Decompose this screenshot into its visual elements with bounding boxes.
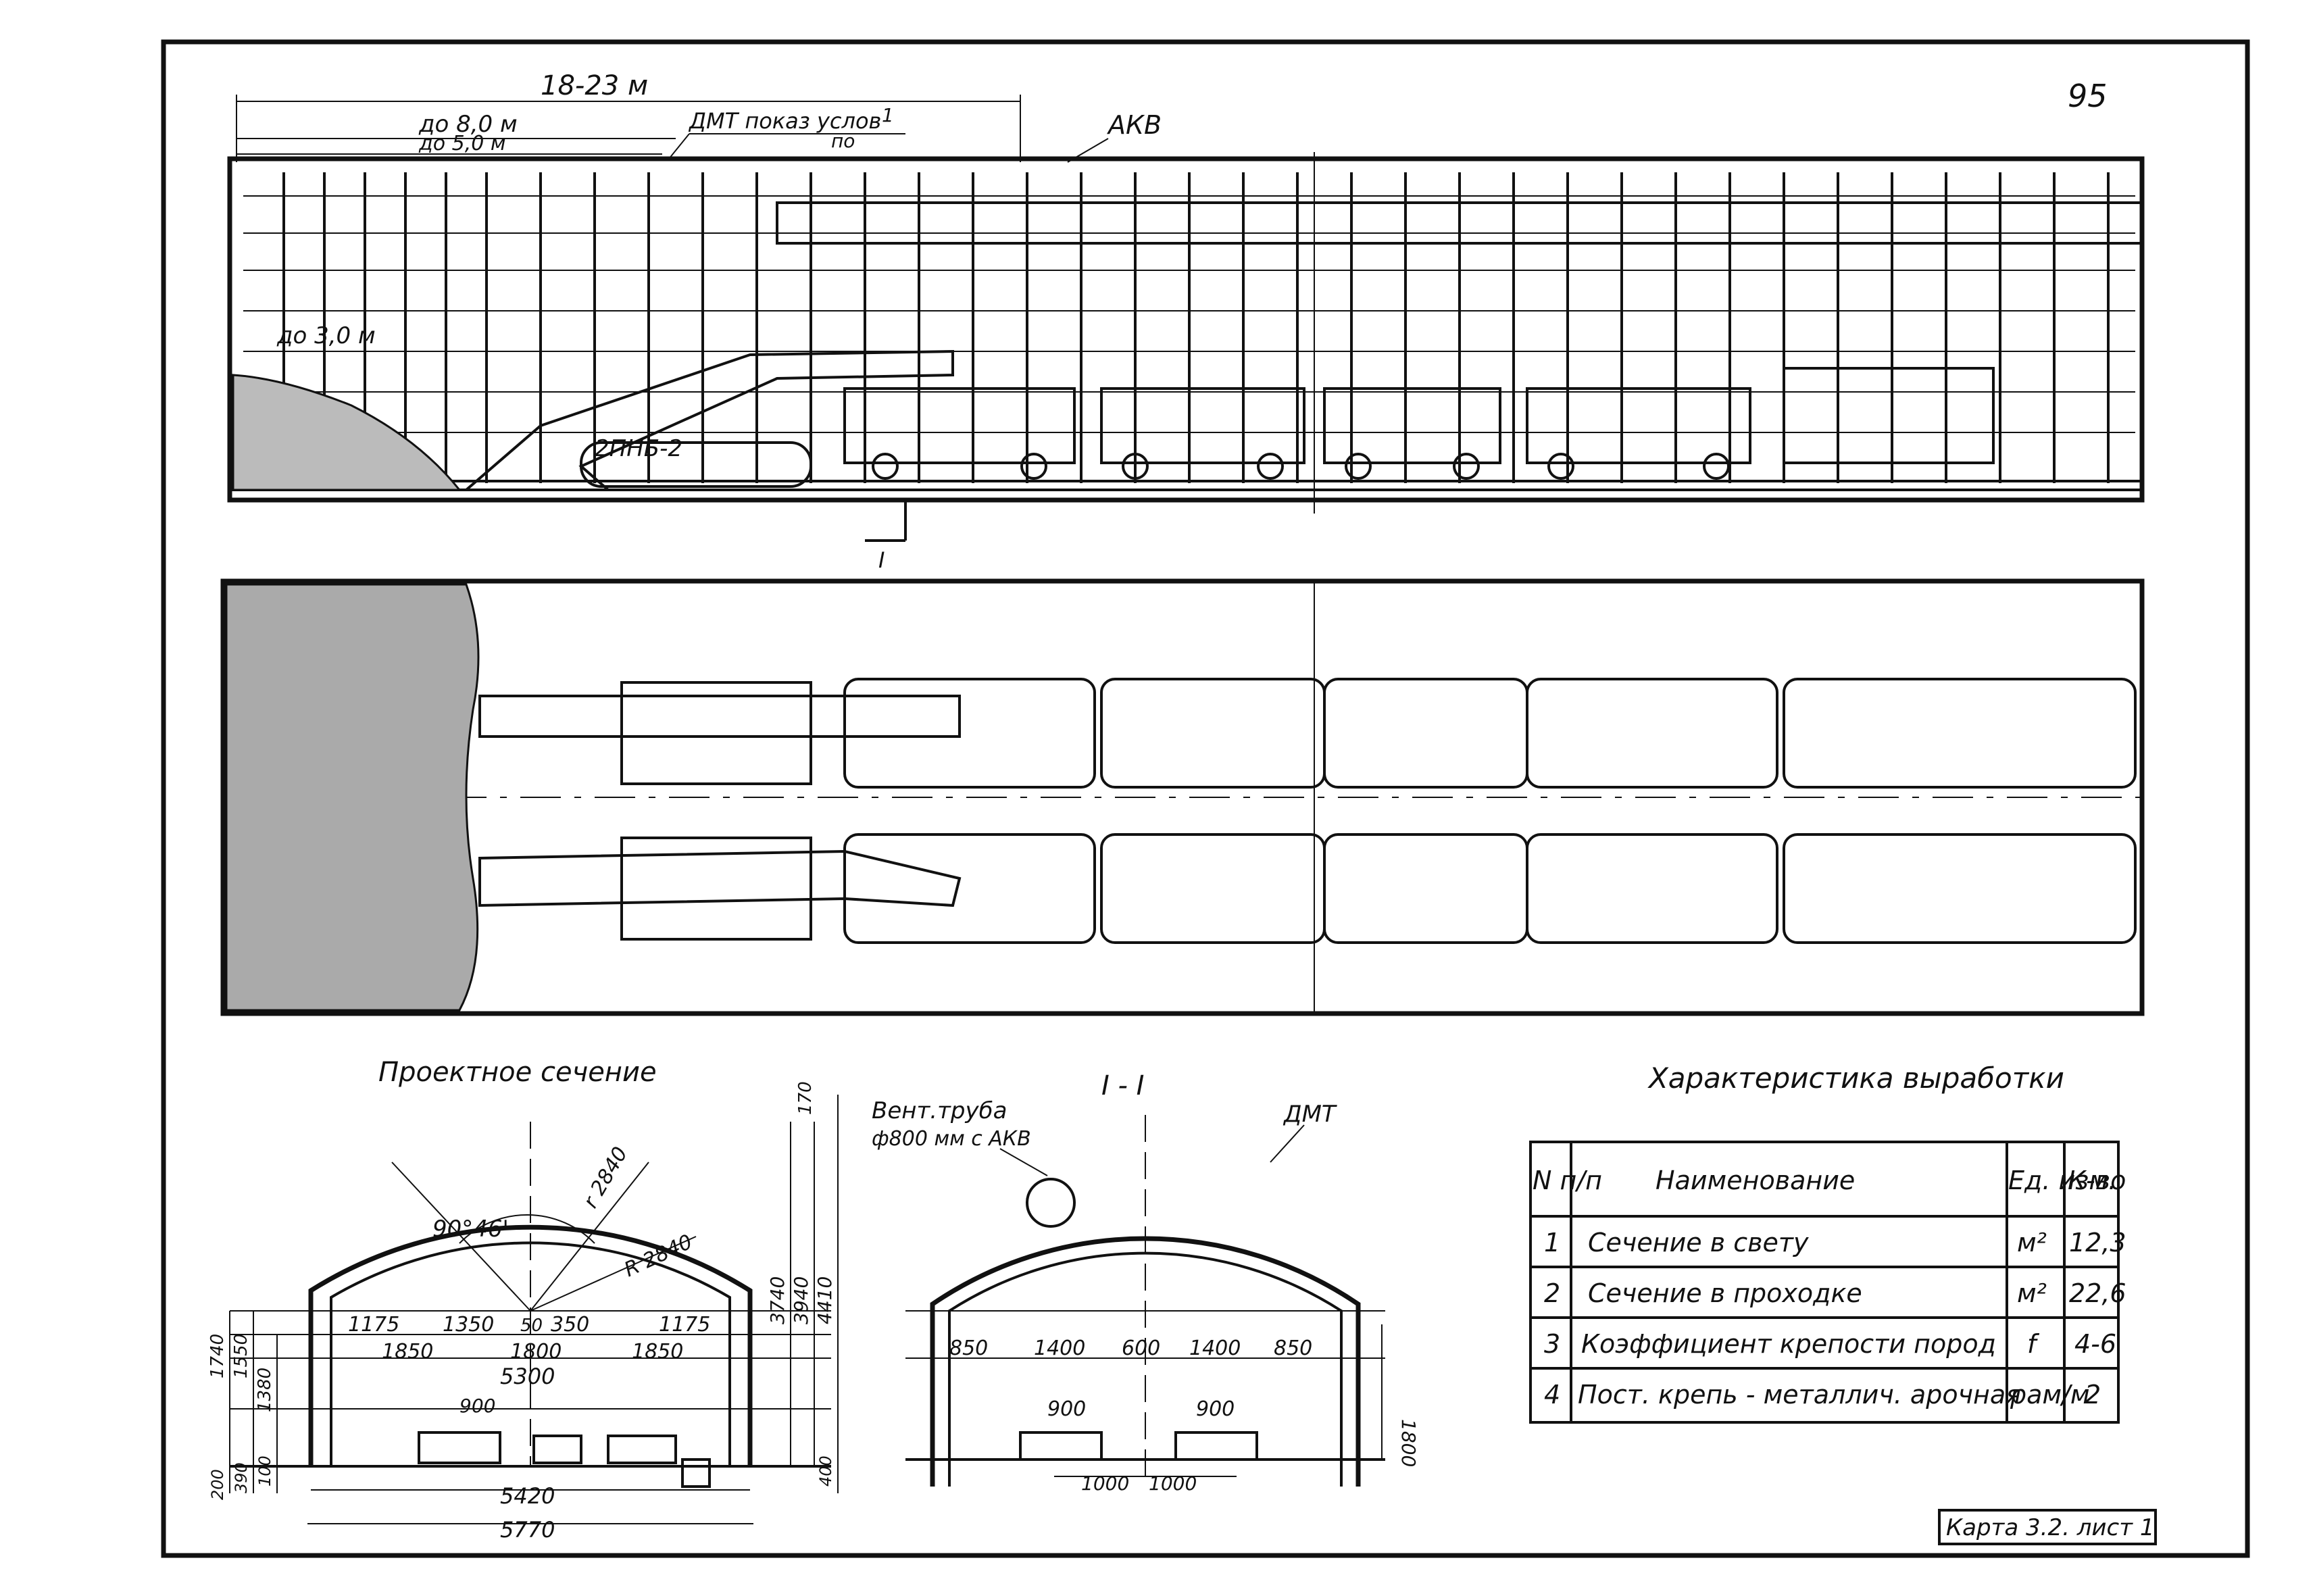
row2-num: 2	[1544, 1278, 1560, 1308]
section-i-dim-5: 850	[1274, 1337, 1312, 1360]
design-height-r5: 400	[816, 1455, 835, 1487]
section-i-gauge-right: 900	[1196, 1397, 1235, 1421]
design-dim-top-5: 1175	[659, 1313, 710, 1337]
row3-unit: f	[2027, 1329, 2040, 1359]
section-i-dim-1: 850	[949, 1337, 988, 1360]
plan-view	[220, 578, 2145, 1016]
dim-5m: до 5,0 м	[418, 132, 506, 155]
row4-num: 4	[1544, 1380, 1560, 1410]
sheet-frame	[161, 39, 2250, 1558]
section-i-height: 1800	[1397, 1419, 1420, 1467]
design-height-r2: 3740	[766, 1276, 789, 1324]
section-i-gauge-left: 900	[1047, 1397, 1086, 1421]
design-height-r1: 170	[795, 1081, 816, 1115]
design-dim-top-4: 350	[551, 1313, 589, 1337]
cut-label: I	[878, 547, 885, 573]
design-height-l5: 390	[232, 1462, 251, 1493]
row1-num: 1	[1544, 1228, 1560, 1257]
sheet-stamp	[1938, 1509, 2157, 1545]
row4-name: Пост. крепь - металлич. арочная	[1578, 1380, 2021, 1410]
row2-qty: 22,6	[2069, 1278, 2126, 1308]
row2-unit: м²	[2017, 1278, 2047, 1308]
design-section-title: Проектное сечение	[378, 1057, 657, 1088]
pipe-label-1: Вент.труба	[872, 1097, 1007, 1124]
characteristics-table: Характеристика выработки N п/п Наименова…	[1529, 1062, 2126, 1424]
design-rail-gauge: 900	[459, 1395, 495, 1417]
row2-name: Сечение в проходке	[1588, 1278, 1862, 1308]
row4-unit: рам/м	[2010, 1380, 2090, 1410]
rock-pile	[232, 374, 462, 491]
lower-equipment-line	[478, 833, 2137, 944]
row1-name: Сечение в свету	[1588, 1228, 1809, 1257]
section-i-dmt: ДМТ	[1283, 1101, 1337, 1128]
machine-label: 2ПНБ-2	[595, 435, 682, 462]
section-i-dim-2: 1400	[1034, 1337, 1085, 1360]
upper-equipment-line	[478, 678, 2137, 789]
design-radius-1: r 2840	[579, 1143, 632, 1212]
design-width-5770: 5770	[500, 1517, 555, 1543]
design-height-l6: 100	[255, 1455, 274, 1487]
design-dim-mid-3: 1850	[632, 1340, 683, 1364]
section-i-dim-4: 1400	[1189, 1337, 1241, 1360]
design-dim-top-1: 1175	[348, 1313, 399, 1337]
pipe-label-2: ф800 мм с АКВ	[872, 1127, 1031, 1151]
vent-pipe-circle	[1026, 1178, 1076, 1228]
design-width-inner: 5300	[500, 1364, 555, 1389]
design-angle: 90°46'	[432, 1216, 509, 1243]
design-height-l3: 1380	[255, 1368, 275, 1412]
row3-num: 3	[1544, 1329, 1560, 1359]
rock-face	[225, 583, 480, 1012]
section-i-bottom-1: 1000	[1081, 1472, 1129, 1495]
dim-8m: до 8,0 м	[418, 111, 518, 138]
design-height-l1: 1740	[207, 1334, 228, 1378]
dmt-label: ДМТ показ услов	[688, 108, 881, 134]
row1-unit: м²	[2017, 1228, 2047, 1257]
header-name: Наименование	[1656, 1166, 1855, 1195]
page-number: 95	[2068, 78, 2108, 114]
design-height-l2: 1550	[231, 1334, 251, 1378]
design-dim-top-2: 1350	[443, 1313, 494, 1337]
design-height-l4: 200	[208, 1469, 227, 1500]
row3-qty: 4-6	[2074, 1329, 2116, 1359]
akv-label: АКВ	[1106, 110, 1162, 140]
header-unit: Ед. изм.	[2008, 1166, 2116, 1195]
sheet-label: Карта 3.2. лист 1	[1946, 1514, 2154, 1541]
section-i-title: I - I	[1101, 1070, 1144, 1101]
arch-frames	[282, 172, 2110, 483]
section-i-dim-3: 600	[1122, 1337, 1160, 1360]
design-width-5420: 5420	[500, 1483, 555, 1509]
table-title: Характеристика выработки	[1647, 1062, 2064, 1095]
header-qty: К-во	[2068, 1166, 2126, 1195]
design-dim-mid-2: 1800	[510, 1340, 562, 1364]
dim-3m: до 3,0 м	[276, 322, 376, 349]
header-num: N п/п	[1533, 1166, 1602, 1195]
shuttle-cars	[843, 367, 1995, 480]
dmt-fraction: 1	[882, 104, 894, 126]
loader-machine: 2ПНБ-2	[465, 349, 954, 491]
design-dim-top-3: 50	[520, 1316, 543, 1336]
design-height-r4: 4410	[814, 1276, 836, 1324]
longitudinal-section: 18-23 м до 8,0 м до 5,0 м ДМТ показ усло…	[227, 70, 2145, 573]
section-i-bottom-2: 1000	[1149, 1472, 1197, 1495]
design-dim-mid-1: 1850	[382, 1340, 433, 1364]
row1-qty: 12,3	[2069, 1228, 2126, 1257]
dim-total-length: 18-23 м	[541, 70, 648, 101]
design-height-r3: 3940	[790, 1276, 812, 1324]
section-i-i: I - I Вент.труба ф800 мм с АКВ ДМТ 850 1…	[872, 1070, 1420, 1495]
row3-name: Коэффициент крепости пород	[1581, 1329, 1996, 1359]
vent-pipe	[776, 201, 2143, 245]
dmt-denominator: по	[831, 130, 855, 152]
design-section: Проектное сечение 90°46' r 2840 R 2840 1…	[207, 1057, 839, 1543]
row4-qty: 2	[2085, 1380, 2101, 1410]
